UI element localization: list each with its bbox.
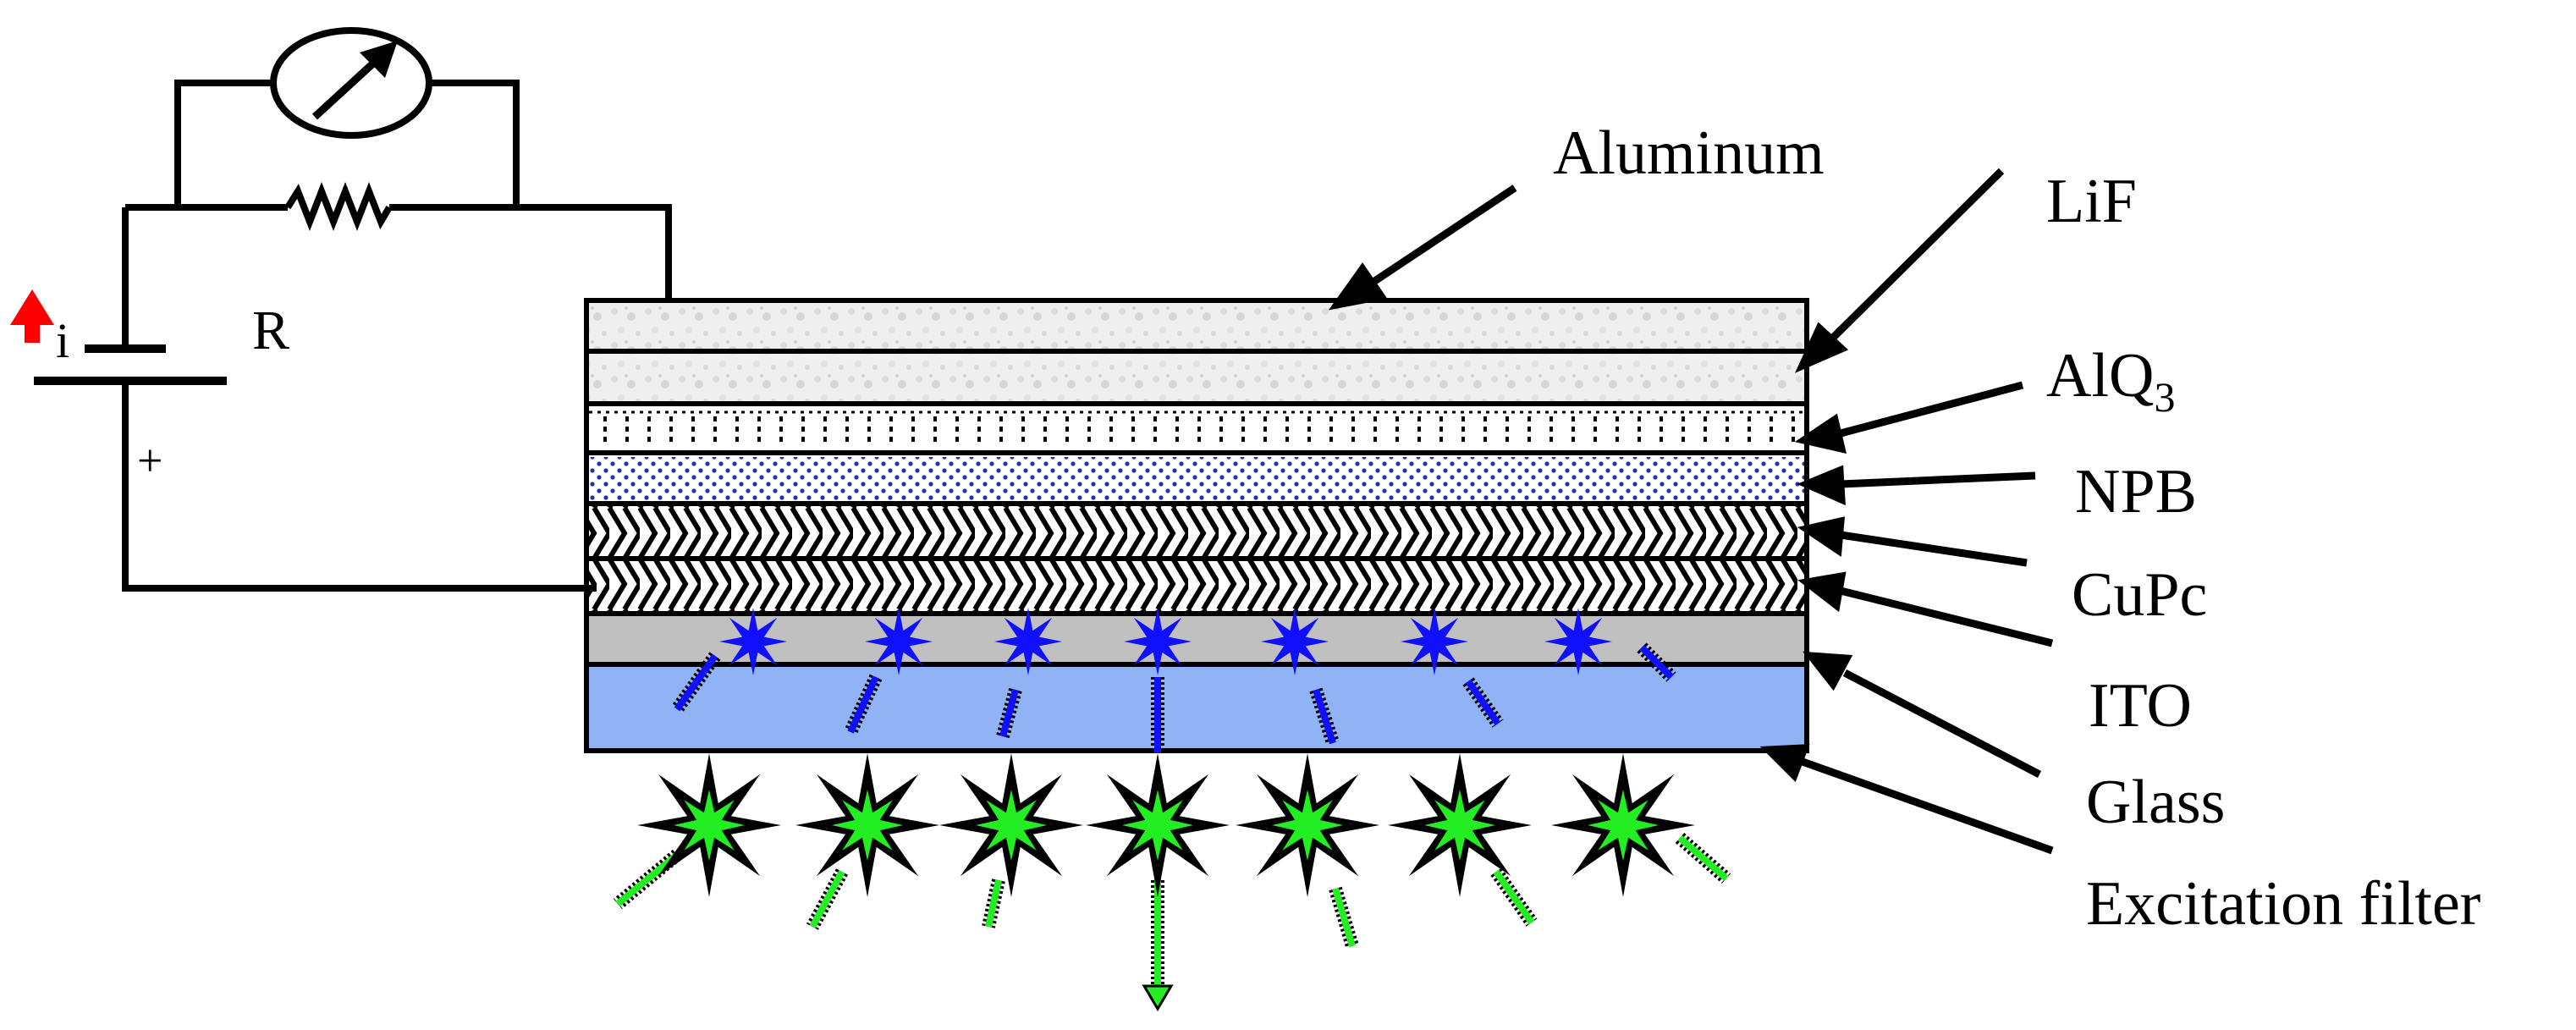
meter-wire-right xyxy=(427,80,520,207)
blue-emission-star-icon xyxy=(1261,608,1329,675)
meter-wire xyxy=(174,80,275,207)
ammeter-gauge-icon xyxy=(270,27,432,139)
alq3-label-main: AlQ xyxy=(2046,341,2154,410)
excitation-filter-label: Excitation filter xyxy=(2086,869,2480,939)
blue-emission-ray-7 xyxy=(1639,645,1674,680)
left-wire-bottom xyxy=(122,381,597,592)
green-ray-arrowhead-icon xyxy=(1142,984,1174,1011)
blue-emission-ray-2 xyxy=(847,675,879,734)
green-emission-star-icon xyxy=(674,790,745,861)
plus-sign: + xyxy=(137,435,162,486)
green-emission-star-icon xyxy=(976,790,1047,861)
npb-label: NPB xyxy=(2075,457,2197,526)
green-emission-star-icon xyxy=(832,790,903,861)
cupc-label: CuPc xyxy=(2072,560,2207,630)
blue-emission-star-icon xyxy=(1401,608,1468,675)
green-emission-group xyxy=(613,753,1731,1011)
resistor-label: R xyxy=(252,300,289,361)
alq3-label-sub: 3 xyxy=(2154,373,2175,421)
green-emission-ray-5 xyxy=(1332,887,1356,948)
lif-label: LiF xyxy=(2046,167,2137,236)
ito-label: ITO xyxy=(2089,671,2192,741)
blue-emission-star-icon xyxy=(994,608,1062,675)
battery-icon xyxy=(34,344,227,385)
blue-emission-ray-3 xyxy=(999,688,1019,738)
circuit xyxy=(122,80,672,592)
blue-emission-ray-5 xyxy=(1313,688,1336,745)
cupc-layer-lower xyxy=(584,556,1809,616)
blue-emission-star-icon xyxy=(1544,608,1612,675)
alq3-label: AlQ3 xyxy=(2046,341,2175,421)
green-emission-ray-7 xyxy=(1677,834,1729,882)
cupc-arrow-upper xyxy=(1840,531,2028,567)
lif-arrow xyxy=(1829,168,2005,342)
blue-emission-star-icon xyxy=(719,608,787,675)
layer-stack xyxy=(584,298,1809,753)
aluminum-label: Aluminum xyxy=(1553,118,1825,188)
green-emission-star-icon xyxy=(1424,790,1495,861)
blue-emission-ray-6 xyxy=(1465,679,1501,726)
top-wire-right xyxy=(389,204,672,300)
current-arrow-icon xyxy=(10,289,54,343)
lif-layer xyxy=(584,349,1809,406)
current-label: i xyxy=(56,313,69,368)
green-emission-star-icon xyxy=(1272,790,1343,861)
blue-emission-ray-1 xyxy=(674,653,718,712)
glass-arrow xyxy=(1801,757,2054,855)
green-emission-ray-3 xyxy=(985,879,1002,928)
green-emission-ray-6 xyxy=(1493,869,1535,925)
glass-layer xyxy=(584,662,1809,753)
pointer-arrows xyxy=(1328,168,2054,855)
alq3-arrow xyxy=(1839,381,2024,438)
glass-label: Glass xyxy=(2086,768,2225,837)
green-emission-star-icon xyxy=(1588,790,1659,861)
blue-emission-star-icon xyxy=(1124,608,1192,675)
resistor-zigzag-icon xyxy=(284,181,393,232)
aluminum-arrow xyxy=(1368,185,1517,287)
blue-emission-star-icon xyxy=(865,608,933,675)
aluminum-layer xyxy=(584,298,1809,354)
green-emission-star-icon xyxy=(1122,790,1193,861)
layer-labels: Aluminum LiF AlQ3 NPB CuPc ITO Glass Exc… xyxy=(1553,118,2480,939)
cupc-arrow-lower xyxy=(1839,587,2054,647)
cupc-layer-upper xyxy=(584,501,1809,561)
blue-emission-group xyxy=(671,608,1676,753)
npb-arrow xyxy=(1840,471,2036,488)
green-emission-ray-2 xyxy=(809,870,845,928)
green-emission-ray-1 xyxy=(615,851,680,907)
ito-arrow xyxy=(1842,669,2042,778)
